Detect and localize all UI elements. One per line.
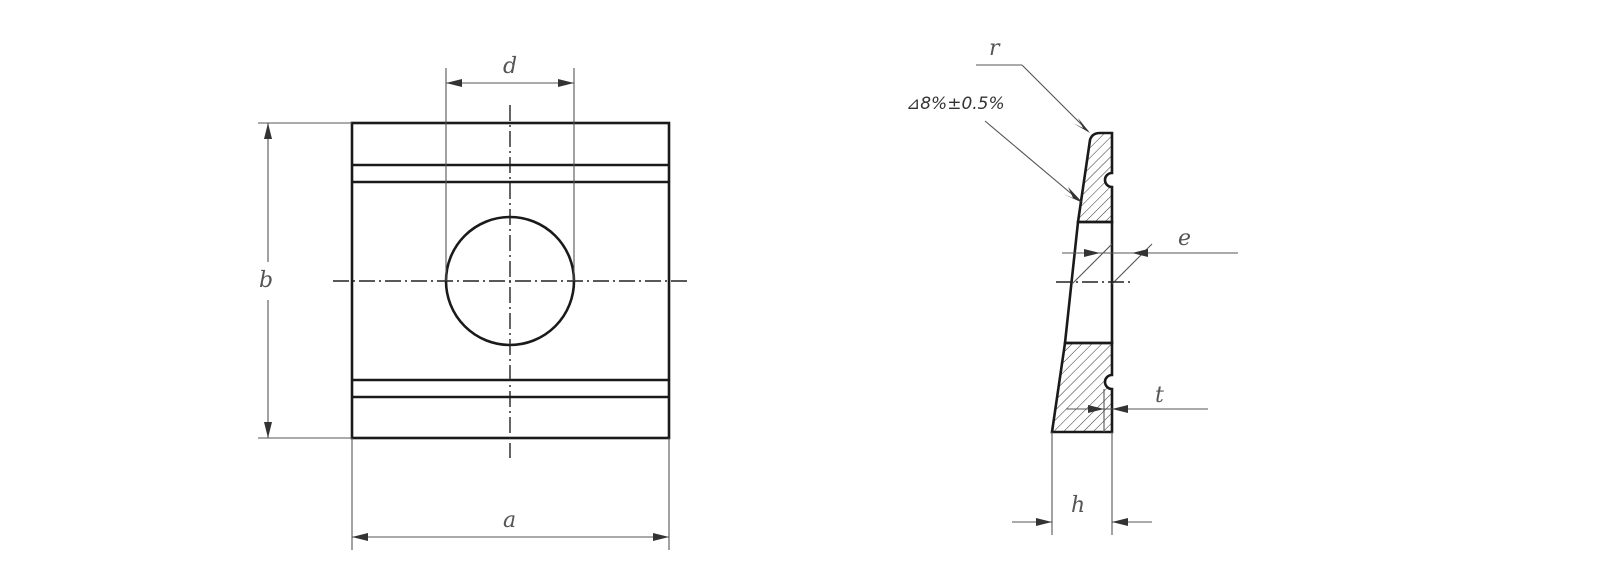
dimension-label-a: a <box>503 508 516 533</box>
section-lower <box>1050 341 1114 434</box>
taper-annotation: ⊿8%±0.5% <box>906 94 1005 114</box>
dimension-label-b: b <box>259 268 273 293</box>
dimension-label-t: t <box>1155 383 1164 408</box>
dimension-label-e: e <box>1178 226 1191 251</box>
dimension-label-r: r <box>989 36 1001 61</box>
dimension-label-d: d <box>503 54 517 79</box>
side-view: e t h r ⊿8%±0.5% <box>906 36 1238 535</box>
dimension-label-h: h <box>1071 493 1085 518</box>
front-view: d b a <box>258 54 688 550</box>
section-upper <box>1076 131 1114 224</box>
